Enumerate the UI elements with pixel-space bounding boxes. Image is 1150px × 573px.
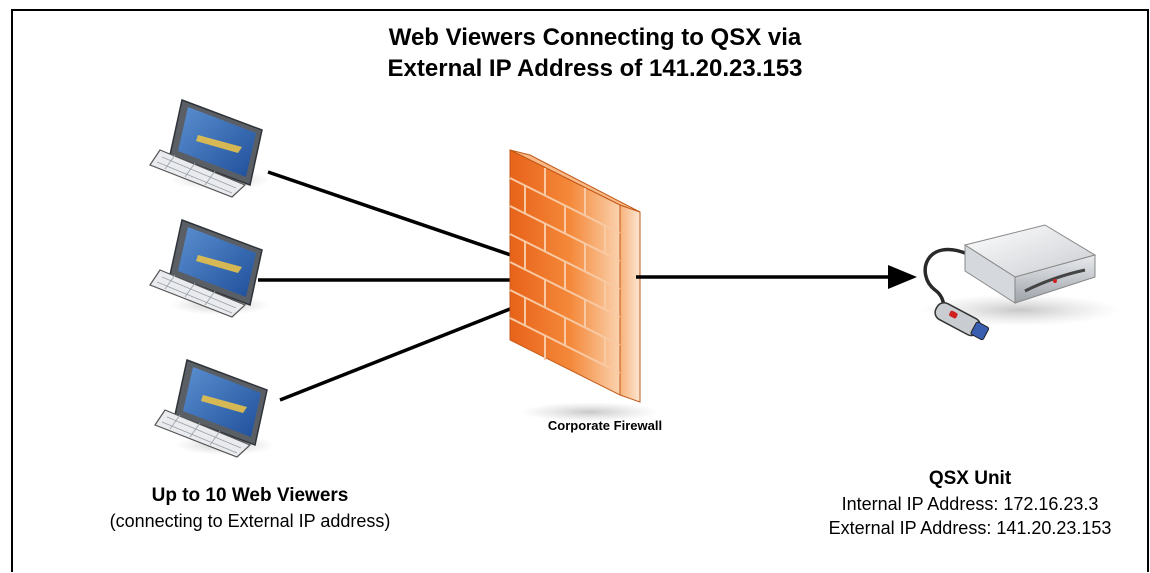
web-viewers-sub-label: (connecting to External IP address) (109, 511, 391, 531)
qsx-external-ip: External IP Address: 141.20.23.153 (828, 518, 1112, 538)
qsx-unit-caption: QSX Unit Internal IP Address: 172.16.23.… (790, 466, 1150, 540)
qsx-unit-name: QSX Unit (928, 468, 1012, 489)
qsx-internal-ip: Internal IP Address: 172.16.23.3 (841, 494, 1099, 514)
firewall-label: Corporate Firewall (547, 418, 663, 433)
web-viewers-caption: Up to 10 Web Viewers (connecting to Exte… (80, 483, 420, 533)
connection-arrow-to-qsx (636, 265, 917, 289)
qsx-device-icon (920, 224, 1120, 341)
diagram-title: Web Viewers Connecting to QSX via Extern… (300, 22, 890, 84)
web-viewers-count-label: Up to 10 Web Viewers (151, 485, 349, 506)
diagram-frame (11, 9, 1149, 572)
firewall-icon (509, 149, 660, 422)
title-line-2: External IP Address of 141.20.23.153 (387, 55, 803, 82)
laptop-icon (154, 358, 275, 458)
laptop-icon (149, 98, 270, 198)
laptop-icon (149, 218, 270, 318)
title-line-1: Web Viewers Connecting to QSX via (388, 24, 802, 51)
